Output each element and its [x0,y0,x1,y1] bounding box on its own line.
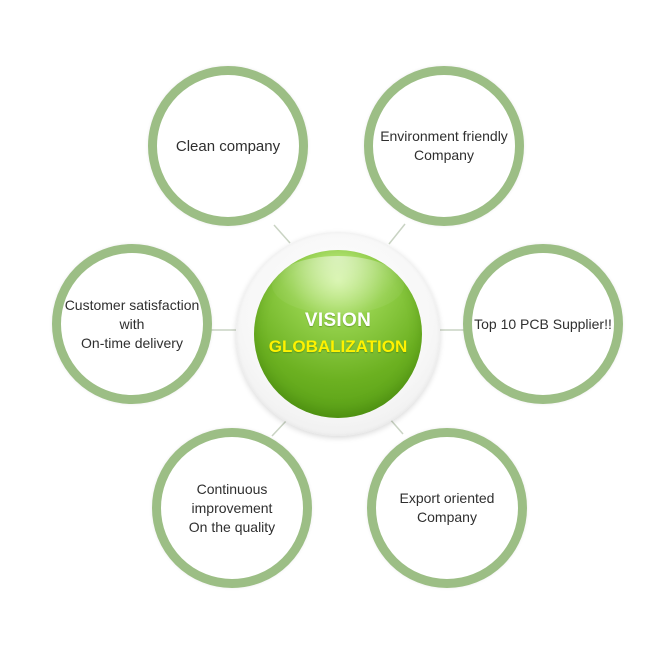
center-subtitle: GLOBALIZATION [268,337,408,356]
goal-continuous-improvement: Continuous improvement On the quality [152,428,312,588]
goal-label: Export oriented Company [399,490,495,525]
goal-clean-company: Clean company [148,66,308,226]
goal-label: Customer satisfaction with On-time deliv… [64,296,200,351]
goal-environment-friendly: Environment friendly Company [364,66,524,226]
goal-label: Continuous improvement On the quality [188,480,276,535]
center-title: VISION [304,310,372,331]
connector-environment [388,223,406,245]
goal-label: Clean company [175,137,281,155]
goal-label: Top 10 PCB Supplier!! [474,315,612,332]
goal-label: Environment friendly Company [380,128,508,163]
connector-continuous [271,419,288,437]
goal-customer-satisfaction: Customer satisfaction with On-time deliv… [52,244,212,404]
goal-export-oriented: Export oriented Company [367,428,527,588]
connector-clean [273,224,291,244]
center-hub: VISION GLOBALIZATION [254,250,422,418]
goal-top10-supplier: Top 10 PCB Supplier!! [463,244,623,404]
